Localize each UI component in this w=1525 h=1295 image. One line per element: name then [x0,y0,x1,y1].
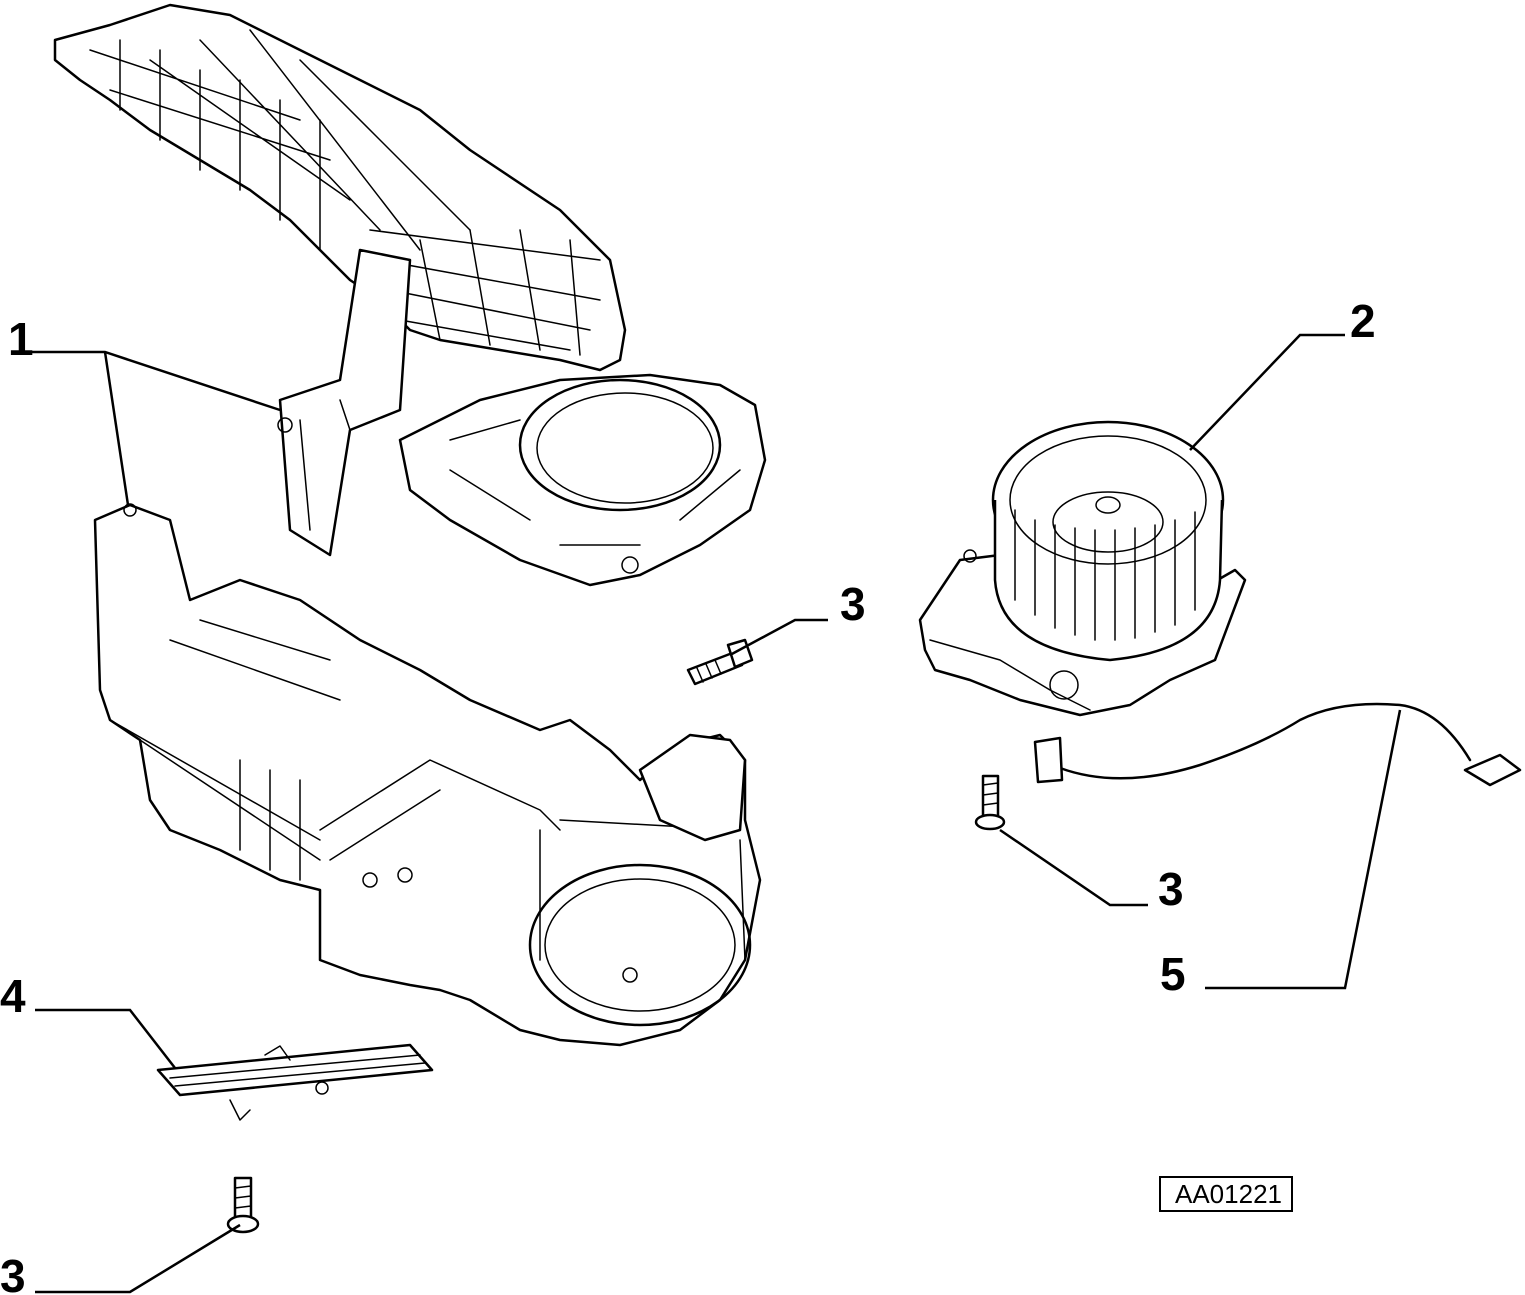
flap-part [156,1043,434,1121]
callout-2: 2 [1350,295,1376,347]
reference-code: AA01221 [1175,1179,1282,1209]
leader-5 [1205,709,1402,990]
leader-2 [1189,333,1345,451]
blower-motor-part [918,420,1247,717]
wiring-harness-part [1033,702,1522,787]
callout-3-bottom: 3 [0,1250,26,1295]
callout-labels: 1 2 3 3 3 4 5 [0,295,1376,1295]
screw-3a [686,638,754,686]
leader-1b [103,351,130,506]
screw-3c [226,1176,260,1234]
callout-4: 4 [0,970,26,1022]
leader-lines [30,333,1402,1294]
callout-5: 5 [1160,948,1186,1000]
lower-housing-part [93,503,762,1047]
screw-3b [974,774,1006,831]
leader-4 [35,1008,176,1069]
leader-3b [999,828,1148,907]
leader-3c [35,1223,241,1294]
reference-code-box: AA01221 [1159,1176,1293,1212]
upper-housing-part [53,3,767,587]
leader-1 [30,350,281,412]
leader-3a [729,618,828,657]
callout-1: 1 [8,313,34,365]
callout-3-right: 3 [1158,863,1184,915]
callout-3-center: 3 [840,578,866,630]
